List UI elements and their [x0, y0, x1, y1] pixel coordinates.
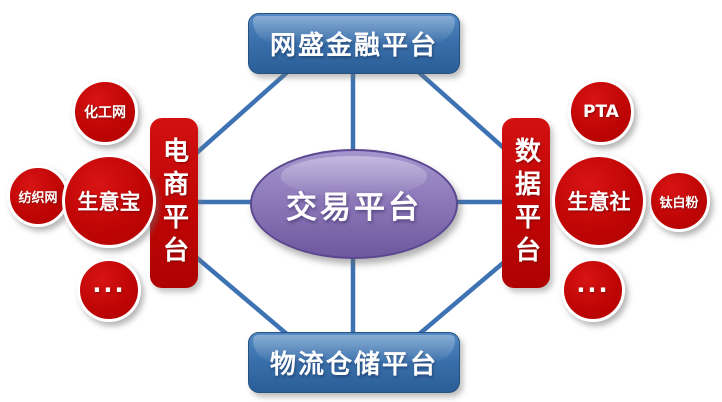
node-ecommerce-platform: 电商平台	[150, 118, 198, 288]
satellite-pta: PTA	[568, 79, 634, 145]
node-data-platform: 数据平台	[502, 118, 550, 288]
satellite-left-more: ...	[77, 258, 141, 322]
node-trading-platform-label: 交易平台	[286, 189, 422, 226]
node-data-platform-label: 数据平台	[510, 137, 541, 269]
satellite-textile-net: 纺织网	[7, 165, 69, 227]
satellite-right-more: ...	[561, 258, 625, 322]
node-ecommerce-platform-label: 电商平台	[158, 137, 189, 269]
satellite-titanium-dioxide: 钛白粉	[648, 170, 710, 232]
node-trading-platform: 交易平台	[250, 149, 458, 259]
satellite-textile-net-label: 纺织网	[18, 190, 58, 206]
node-finance-platform-label: 网盛金融平台	[269, 31, 438, 61]
satellite-shengyishe: 生意社	[552, 154, 646, 248]
satellite-chemical-net: 化工网	[72, 79, 138, 145]
satellite-chemical-net-label: 化工网	[84, 105, 126, 121]
satellite-shengyibao: 生意宝	[62, 154, 156, 248]
node-logistics-platform: 物流仓储平台	[248, 332, 460, 393]
satellite-shengyibao-label: 生意宝	[77, 190, 141, 214]
satellite-pta-label: PTA	[583, 102, 619, 122]
satellite-shengyishe-label: 生意社	[567, 190, 631, 214]
node-logistics-platform-label: 物流仓储平台	[269, 350, 438, 380]
satellite-right-more-label: ...	[576, 270, 610, 298]
satellite-titanium-dioxide-label: 钛白粉	[659, 195, 699, 211]
node-finance-platform: 网盛金融平台	[248, 13, 460, 74]
satellite-left-more-label: ...	[92, 270, 126, 298]
